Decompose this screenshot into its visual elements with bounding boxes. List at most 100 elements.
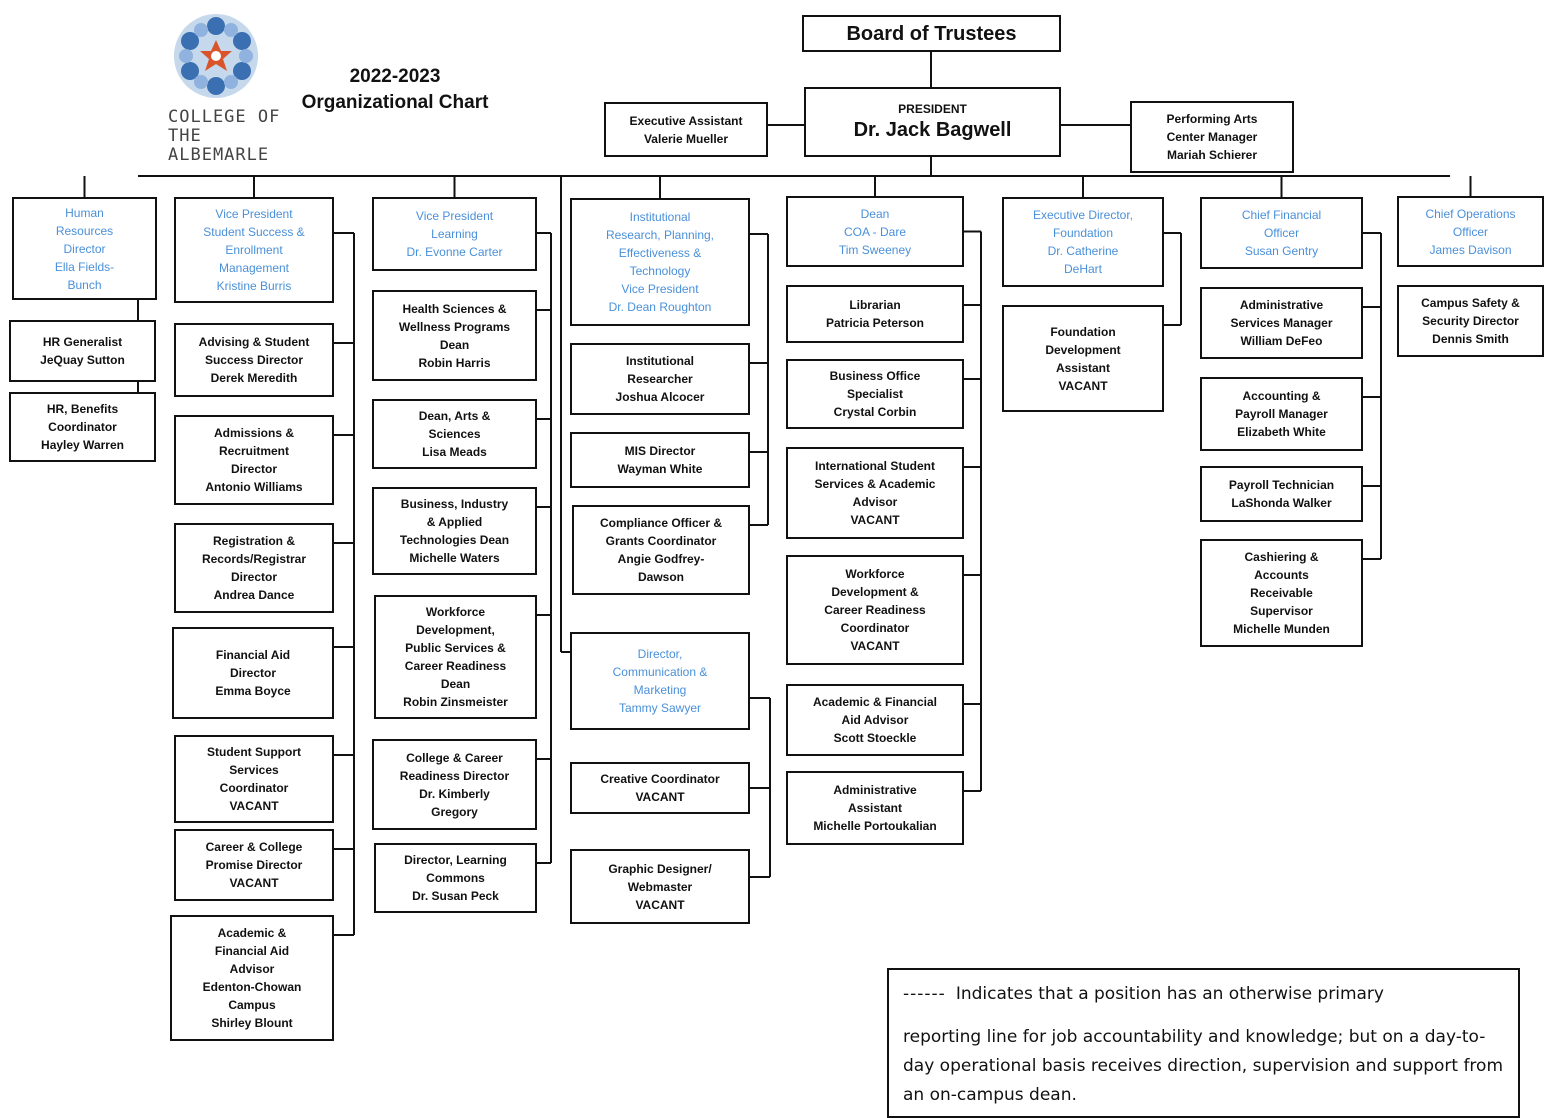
position-title: College & Career Readiness Director (399, 750, 510, 783)
pac-manager-title: Performing Arts Center Manager (1166, 112, 1258, 144)
college-star-logo-icon (174, 14, 258, 98)
person-name: Andrea Dance (213, 588, 295, 602)
position-title: Institutional Research, Planning, Effect… (605, 210, 715, 296)
position-title: Librarian (849, 298, 901, 312)
position-title: Accounting & Payroll Manager (1235, 389, 1328, 421)
leader-box-3: Institutional Research, Planning, Effect… (570, 198, 750, 326)
person-name: Dr. Susan Peck (412, 889, 499, 903)
position-title: Chief Operations Officer (1425, 206, 1516, 239)
position-title: Campus Safety & Security Director (1421, 296, 1520, 328)
position-title: Executive Director, Foundation (1032, 208, 1134, 240)
position-title: Advising & Student Success Director (198, 335, 310, 367)
person-name: VACANT (229, 876, 279, 890)
person-name: Ella Fields- Bunch (54, 259, 115, 292)
executive-assistant-box: Executive Assistant Valerie Mueller (604, 102, 768, 157)
staff-box-4-3: Workforce Development & Career Readiness… (786, 555, 964, 665)
position-title: Dean, Arts & Sciences (418, 409, 491, 441)
position-title: Compliance Officer & Grants Coordinator (599, 516, 723, 548)
person-name: Joshua Alcocer (615, 390, 705, 404)
person-name: Robin Harris (418, 355, 491, 370)
legend-dash-sample: ------ (903, 984, 946, 1004)
person-name: Crystal Corbin (833, 405, 917, 419)
position-title: Administrative Assistant (833, 783, 917, 815)
person-name: JeQuay Sutton (40, 353, 125, 367)
person-name: LaShonda Walker (1231, 496, 1332, 510)
position-title: Institutional Researcher (626, 354, 694, 386)
logo-line-2: ALBEMARLE (168, 145, 270, 165)
person-name: Derek Meredith (210, 371, 298, 385)
board-of-trustees-box: Board of Trustees (802, 15, 1061, 52)
person-name: VACANT (635, 897, 685, 912)
position-title: HR Generalist (42, 335, 123, 349)
person-name: William DeFeo (1240, 334, 1323, 348)
person-name: Kristine Burris (216, 279, 292, 293)
position-title: Director, Communication & Marketing (612, 647, 708, 697)
position-title: Dean COA - Dare (843, 206, 906, 239)
position-title: Admissions & Recruitment Director (213, 426, 294, 476)
pac-manager-name: Mariah Schierer (1166, 148, 1258, 162)
person-name: Emma Boyce (215, 684, 291, 698)
person-name: James Davison (1429, 242, 1512, 257)
person-name: VACANT (1058, 378, 1108, 393)
board-title: Board of Trustees (846, 22, 1017, 45)
position-title: Workforce Development, Public Services &… (404, 605, 507, 691)
staff-box-1-6: Academic & Financial Aid Advisor Edenton… (170, 915, 334, 1041)
position-title: Financial Aid Director (215, 648, 291, 680)
person-name: Hayley Warren (41, 438, 124, 452)
staff-box-2-0: Health Sciences & Wellness Programs Dean… (372, 290, 537, 381)
president-title: PRESIDENT (898, 102, 967, 116)
person-name: Dr. Kimberly Gregory (419, 786, 490, 819)
position-title: Workforce Development & Career Readiness… (824, 567, 926, 635)
person-name: Antonio Williams (205, 480, 303, 494)
legend-line-2: reporting line for job accountability an… (903, 1027, 1504, 1105)
person-name: Susan Gentry (1244, 244, 1319, 258)
position-title: Graphic Designer/ Webmaster (608, 861, 712, 894)
person-name: Michelle Munden (1233, 622, 1330, 636)
position-title: Payroll Technician (1228, 478, 1335, 492)
position-title: Academic & Financial Aid Advisor (812, 695, 938, 727)
president-box: PRESIDENT Dr. Jack Bagwell (804, 87, 1061, 157)
chart-title: 2022-2023 Organizational Chart (300, 64, 490, 116)
position-title: Academic & Financial Aid Advisor Edenton… (202, 926, 302, 1012)
exec-assistant-title: Executive Assistant (629, 113, 743, 128)
person-name: Michelle Waters (409, 551, 500, 565)
position-title: Human Resources Director (55, 205, 114, 256)
person-name: Angie Godfrey- Dawson (617, 552, 705, 584)
person-name: VACANT (635, 790, 685, 804)
leader-box-1: Vice President Student Success & Enrollm… (174, 197, 334, 303)
legend-line-1: Indicates that a position has an otherwi… (955, 984, 1384, 1004)
staff-box-6-3: Cashiering & Accounts Receivable Supervi… (1200, 539, 1363, 647)
exec-assistant-name: Valerie Mueller (643, 131, 729, 146)
college-logo-wordmark: COLLEGE OF THE ALBEMARLE (168, 108, 298, 165)
person-name: Dennis Smith (1432, 332, 1509, 346)
position-title: Business, Industry & Applied Technologie… (399, 497, 510, 547)
position-title: Vice President Student Success & Enrollm… (203, 207, 305, 275)
person-name: Dr. Dean Roughton (608, 300, 712, 314)
person-name: Robin Zinsmeister (403, 695, 508, 709)
position-title: Registration & Records/Registrar Directo… (201, 534, 307, 584)
person-name: Patricia Peterson (825, 316, 925, 330)
